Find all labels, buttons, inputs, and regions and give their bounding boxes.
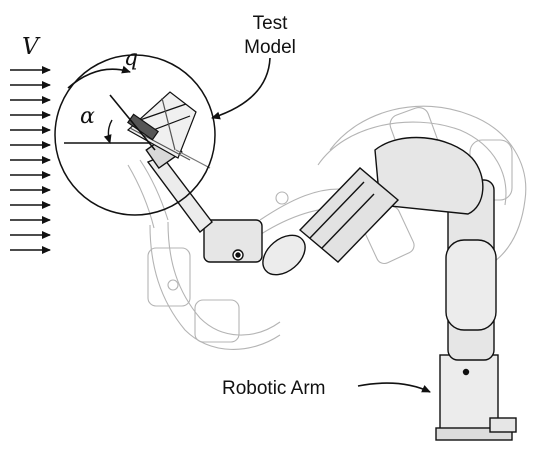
arm-shoulder xyxy=(374,136,484,215)
flow-velocity-label: V xyxy=(22,34,39,60)
robotic-arm-label: Robotic Arm xyxy=(222,378,326,399)
test-model-label-line1: Test xyxy=(252,13,288,34)
pitch-rate-label: q xyxy=(124,46,139,71)
test-model-detail-circle xyxy=(54,54,216,216)
test-model-leader-arrow xyxy=(211,57,271,120)
angle-of-attack-label: α xyxy=(80,104,95,129)
robotic-arm-leader-arrow xyxy=(357,382,431,393)
arm-forearm xyxy=(203,219,263,263)
model-body-axis xyxy=(109,94,156,151)
test-model-label: Test Model xyxy=(230,12,310,60)
arm-upper-link xyxy=(298,167,400,263)
alpha-arc-arrow xyxy=(103,119,113,144)
arm-elbow xyxy=(262,234,306,276)
pitch-rate-arrow xyxy=(67,65,131,89)
robotic-arm xyxy=(145,132,517,441)
flow-arrows xyxy=(10,66,51,254)
test-model-label-line2: Model xyxy=(244,37,296,58)
test-model xyxy=(126,91,211,169)
arm-base xyxy=(439,354,499,431)
